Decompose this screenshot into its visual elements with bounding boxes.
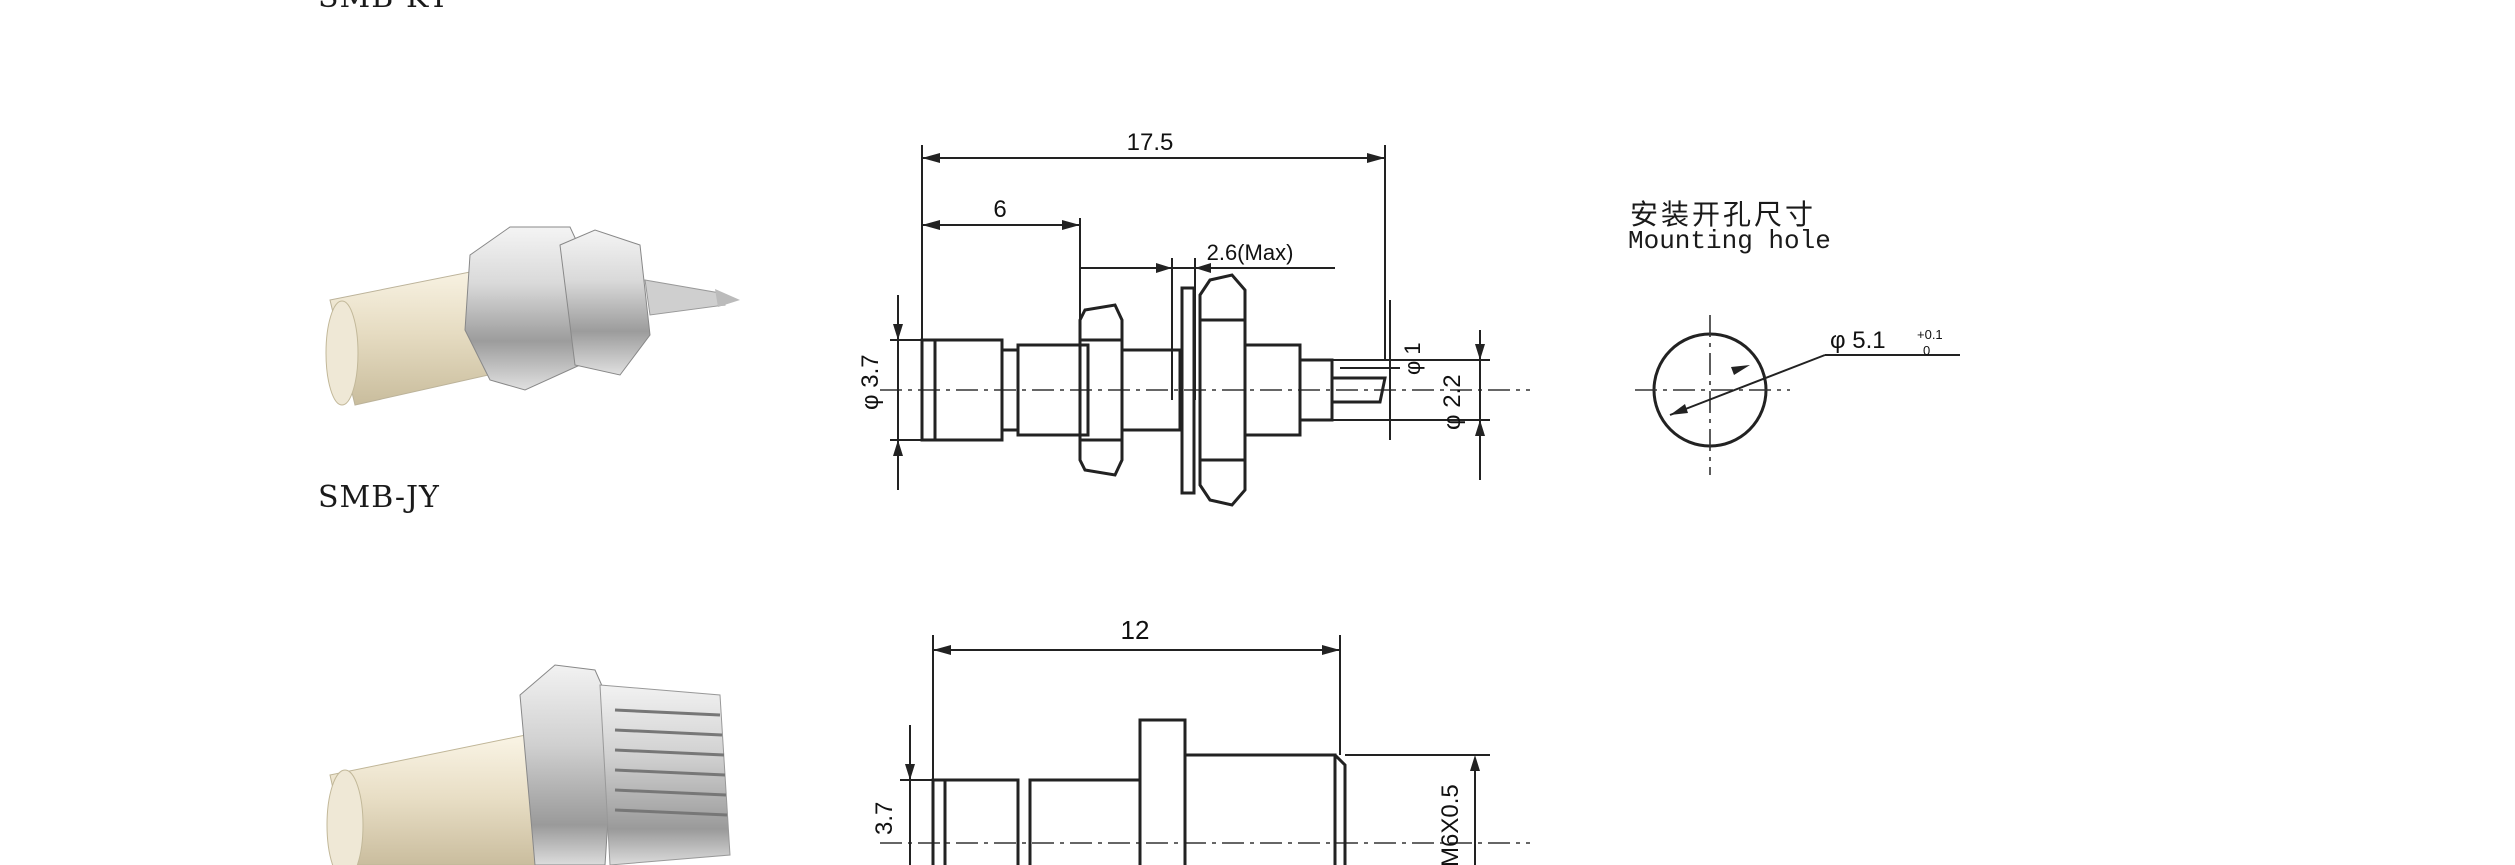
mounting-hole-tol-upper: +0.1 <box>1917 327 1943 342</box>
top-partial-model-label: SMB-KY <box>318 0 449 15</box>
model-label-smb-jy: SMB-JY <box>318 480 440 515</box>
mounting-hole-drawing: φ 5.1 +0.1 0 <box>1635 315 1960 475</box>
dim-pin-diameter: φ 1 <box>1400 342 1425 375</box>
row2-dim-thread: M6X0.5 <box>1437 784 1464 865</box>
mounting-hole-tol-lower: 0 <box>1923 343 1930 358</box>
dim-body-diameter: φ 3.7 <box>857 354 884 410</box>
dim-rear-diameter: φ 2.2 <box>1439 374 1466 430</box>
dim-overall-length: 17.5 <box>1127 129 1174 156</box>
mounting-hole-title-en: Mounting hole <box>1628 226 1831 256</box>
connector-photo-bulkhead-jack <box>325 226 740 406</box>
dim-front-length: 6 <box>993 196 1006 223</box>
drawing-smb-jy: 17.5 6 2.6(Max) φ 3.7 φ 1 φ 2.2 <box>857 129 1530 507</box>
connector-photo-flange-jack <box>326 664 731 865</box>
mounting-hole-diameter: φ 5.1 <box>1830 327 1886 354</box>
dim-panel-thickness: 2.6(Max) <box>1207 240 1294 265</box>
row2-dim-body-diameter: 3.7 <box>871 802 898 835</box>
row2-dim-overall-length: 12 <box>1121 615 1150 645</box>
drawing-row2: 12 M6X0.5 3.7 <box>871 615 1530 865</box>
mounting-hole-title-cn: 安装开孔尺寸 <box>1630 198 1817 231</box>
